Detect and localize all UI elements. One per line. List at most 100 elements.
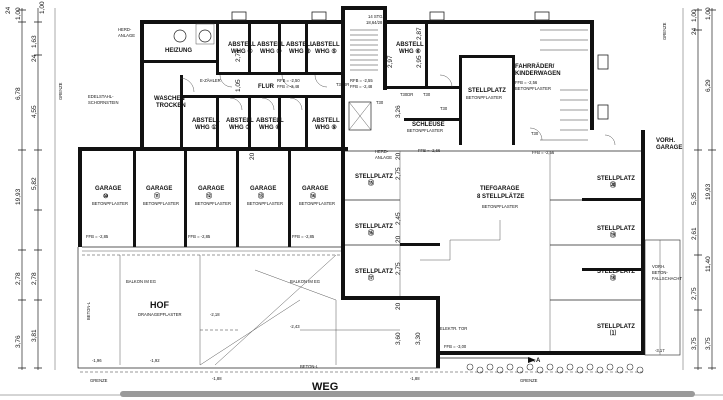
room-abstell-b3-title: ABSTELL	[256, 118, 284, 124]
garage-1-number: ⑩	[103, 193, 109, 200]
grenze-bottom-2: GRENZE	[520, 378, 538, 383]
stellplatz-mid-1-label: STELLPLATZ	[355, 174, 393, 180]
dim-int-7: 2,75	[395, 167, 402, 180]
garage-3-number: ⑫	[206, 192, 212, 200]
room-fahrraeder-sub-2: BETONPFLASTER	[515, 86, 551, 91]
dim-int-11: 20	[395, 235, 402, 243]
dim-int-6: 3,26	[395, 105, 402, 118]
garage-3-sub: BETONPFLASTER	[195, 201, 231, 206]
dim-int-12: 20	[395, 302, 402, 310]
dim-left-2: 6,78	[15, 87, 22, 100]
dim-right-in-4: 5,35	[691, 192, 698, 205]
room-abstell-b4-whg: WHG ⑨	[315, 124, 337, 131]
dim-int-14: 3,60	[395, 332, 402, 345]
herd-anlage-1: HERD-	[118, 27, 132, 32]
room-schleuse: SCHLEUSE	[412, 122, 445, 128]
stellplatz-right-4-label: STELLPLATZ	[597, 324, 635, 330]
garage-2-label: GARAGE	[146, 186, 172, 192]
room-waschen: WASCHEN	[154, 96, 185, 102]
room-abstell-3-whg: WHG ②	[289, 48, 311, 55]
garage-2-number: ⑪	[154, 192, 160, 200]
tiefgarage-area	[345, 130, 681, 356]
e-zaehler: E-ZÄHLER	[200, 78, 221, 83]
garage-4-number: ⑬	[258, 192, 264, 200]
level-rfb2: RFB = -2,55	[350, 78, 373, 83]
level-sw-188: -1,88	[212, 376, 222, 381]
room-abstell-1-whg: WHG ④	[231, 48, 253, 55]
room-abstell-2-whg: WHG ③	[260, 48, 282, 55]
left-dimensions: 1,00 6,78 19,93 2,78 3,76 1,63 24 4,55 5…	[15, 7, 63, 370]
section-mark-a: A	[536, 358, 541, 364]
room-abstell-4-whg: WHG ⑤	[315, 48, 337, 55]
dim-left-3: 19,93	[15, 188, 22, 205]
dim-right-4: 11,40	[705, 256, 712, 272]
dim-int-8: 2,45	[395, 212, 402, 225]
stellplatz-mid-3-label: STELLPLATZ	[355, 269, 393, 275]
herd-anlage-4: ANLAGE	[375, 155, 392, 160]
level-ffb-schleuse: FFB = -2,66	[418, 148, 441, 153]
room-fahrraeder-sub-1: FFB = -2,56	[515, 80, 538, 85]
stellplatz-mid-2-number: ⑯	[368, 229, 374, 237]
garage-4-label: GARAGE	[250, 186, 276, 192]
hof-sub: DRAINAGEPFLASTER	[138, 312, 182, 317]
stair-label-2: 18,64/28	[366, 20, 383, 25]
herd-anlage-2: ANLAGE	[118, 33, 135, 38]
level-ffb-g3: FFB = -2,85	[292, 234, 315, 239]
right-dimensions: 1,00 24 2,61 5,35 2,75 3,75 1,00 6,29 19…	[662, 7, 716, 370]
horizontal-scrollbar[interactable]	[120, 391, 695, 397]
garage-row	[78, 147, 440, 368]
dim-int-10: 20	[395, 152, 402, 160]
level-hof-243: -2,43	[290, 324, 300, 329]
dim-left-in-2: 24	[31, 54, 38, 62]
level-ffb-fahr: FFB = -2,56	[532, 150, 555, 155]
garage-5-number: ⑭	[310, 192, 316, 200]
dim-int-5: 2,87	[416, 27, 423, 40]
stair-label-1: 14 STG.	[368, 14, 384, 19]
grenze-right: GRENZE	[662, 22, 667, 40]
stellplatz-right-4-number: ⑴	[610, 329, 616, 337]
dim-right-2: 6,29	[705, 79, 712, 92]
level-ffb-g2: FFB = -2,85	[188, 234, 211, 239]
vorh-mauer-3: FALLSCHACHT	[652, 276, 682, 281]
stellplatz-mid-2-label: STELLPLATZ	[355, 224, 393, 230]
room-abstell-b1-whg: WHG ①	[195, 124, 217, 131]
room-abstell-4-title: ABSTELL	[312, 42, 340, 48]
hof-area	[77, 247, 645, 374]
garage-labels: GARAGE⑩BETONPFLASTERGARAGE⑪BETONPFLASTER…	[92, 186, 335, 206]
room-stellplatz-top: STELLPLATZ	[468, 88, 506, 94]
stellplatz-right-labels: STELLPLATZ⑳STELLPLATZ⑲STELLPLATZ⑱STELLPL…	[597, 176, 635, 337]
dim-left-in-4: 5,82	[31, 177, 38, 190]
elektr-tor: ELEKTR. TOR	[440, 326, 467, 331]
room-abstell-b2-whg: WHG ⑦	[229, 124, 251, 131]
dim-int-2: 1,05	[235, 79, 242, 92]
room-abstell-b4-title: ABSTELL	[312, 118, 340, 124]
dim-int-9: 2,75	[395, 262, 402, 275]
stellplatz-right-3-number: ⑱	[610, 274, 616, 282]
tiefgarage-title-1: TIEFGARAGE	[480, 186, 519, 192]
room-fahrraeder-1: FAHRRÄDER/	[515, 63, 555, 70]
dim-right-in-3: 2,61	[691, 227, 698, 240]
door-tag-4: T30	[376, 100, 384, 105]
vorh-mauer-2: BETON-	[652, 270, 668, 275]
weg-label: WEG	[312, 381, 338, 393]
room-schleuse-sub: BETONPFLASTER	[407, 128, 443, 133]
dim-left-1: 1,00	[15, 7, 22, 20]
vorh-mauer-1: VORH.	[652, 264, 665, 269]
garage-4-sub: BETONPFLASTER	[247, 201, 283, 206]
dim-int-4: 2,95	[416, 55, 423, 68]
room-flur: FLUR	[258, 84, 275, 90]
garage-1-sub: BETONPFLASTER	[92, 201, 128, 206]
dim-int-1: 2,74	[235, 49, 242, 62]
vorh-garage-2: GARAGE	[656, 145, 682, 151]
dim-right-in-2: 24	[691, 27, 698, 35]
room-abstell-5-whg: WHG ⑥	[399, 48, 421, 55]
level-ffb-g1: FFB = -2,85	[86, 234, 109, 239]
level-ffb1: FFB = -2,48	[277, 84, 300, 89]
stellplatz-right-2-label: STELLPLATZ	[597, 226, 635, 232]
door-tag-2: T30	[423, 92, 431, 97]
beton-l-2: BETON-L	[300, 364, 319, 369]
edelstahl-2: SCHORNSTEIN	[88, 100, 118, 105]
room-abstell-2-title: ABSTELL	[257, 42, 285, 48]
stellplatz-mid-1-number: ⑮	[368, 179, 374, 187]
